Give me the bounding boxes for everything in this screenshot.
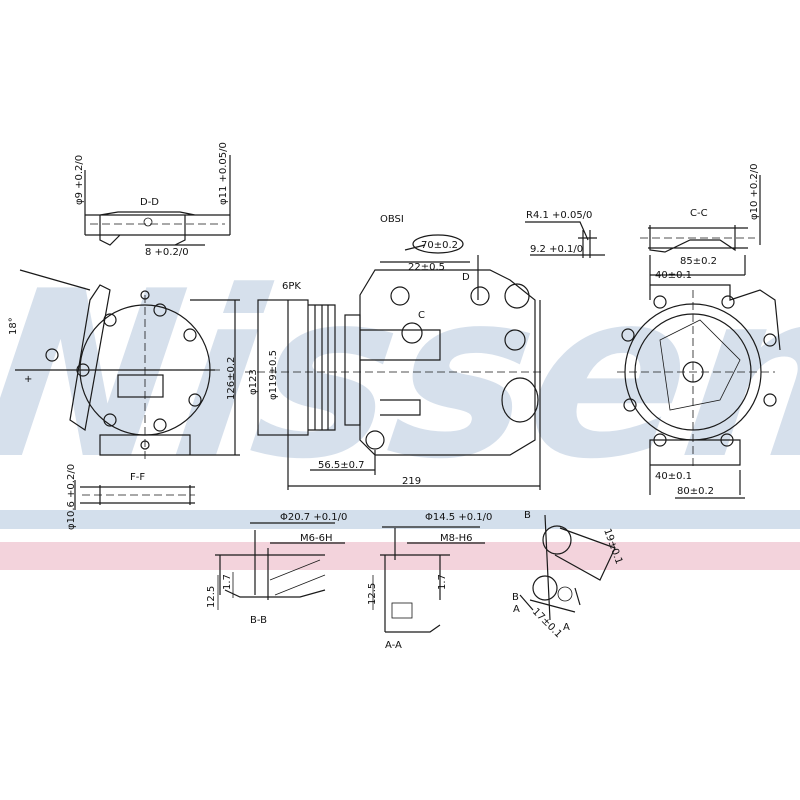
label-cc-section: C-C [690,208,708,219]
label-a-mark: A [513,604,520,615]
label-6pk: 6PK [282,281,301,292]
label-ff-section: F-F [130,472,145,483]
label-dim1-7-a: 1.7 [437,574,448,590]
label-phi20-7: Φ20.7 +0.1/0 [280,512,347,523]
label-plus: + [24,374,32,385]
label-dim12-5-a: 12.5 [367,583,378,605]
label-dim85: 85±0.2 [680,256,717,267]
label-m6-6h: M6-6H [300,533,332,544]
detail-r4-1 [525,221,605,258]
section-c-c [640,175,761,275]
section-d-d [84,155,231,246]
section-a-a [372,526,485,633]
label-c-mark: C [418,310,425,321]
label-bb-section: B-B [250,615,267,626]
label-dim80: 80±0.2 [677,486,714,497]
label-dim219: 219 [402,476,421,487]
label-d-mark: D [462,272,470,283]
label-phi11: φ11 +0.05/0 [218,142,229,205]
detail-b [519,514,616,621]
section-b-b [215,522,345,610]
label-dim9-2: 9.2 +0.1/0 [530,244,583,255]
label-dim17: 17±0.1 [530,606,564,640]
left-end-view [15,269,240,460]
label-dd-section: D-D [140,197,159,208]
label-phi14-5: Φ14.5 +0.1/0 [425,512,492,523]
pink-band [0,542,800,570]
label-phi10-6: φ10.6 +0.2/0 [66,464,77,530]
label-dim22: 22±0.5 [408,262,445,273]
label-dim56-5: 56.5±0.7 [318,460,365,471]
label-m8-h6: M8-H6 [440,533,472,544]
label-dim8: 8 +0.2/0 [145,247,189,258]
label-dim40-top: 40±0.1 [655,270,692,281]
label-dim70: 70±0.2 [421,240,458,251]
label-a-mark-2: A [563,622,570,633]
label-phi9: φ9 +0.2/0 [74,155,85,205]
label-b-mark: B [524,510,531,521]
section-f-f [74,480,195,510]
blue-band [0,510,800,529]
label-dim1-7-b: 1.7 [222,574,233,590]
label-angle18: 18° [8,317,19,335]
label-b-mark-2: B [512,592,519,603]
label-dim40-bottom: 40±0.1 [655,471,692,482]
label-dim126: 126±0.2 [226,357,237,400]
label-phi123: φ123 [248,369,259,395]
label-phi10: φ10 +0.2/0 [749,163,760,220]
dimension-labels: D-D φ9 +0.2/0 φ11 +0.05/0 8 +0.2/0 18° +… [8,142,760,651]
label-phi119: φ119±0.5 [268,350,279,400]
label-r4-1: R4.1 +0.05/0 [526,210,592,221]
label-aa-section: A-A [385,640,402,651]
side-view [245,234,545,490]
right-end-view [617,274,781,499]
label-dim12-5-b: 12.5 [206,586,217,608]
label-obsi: OBSI [380,214,404,225]
